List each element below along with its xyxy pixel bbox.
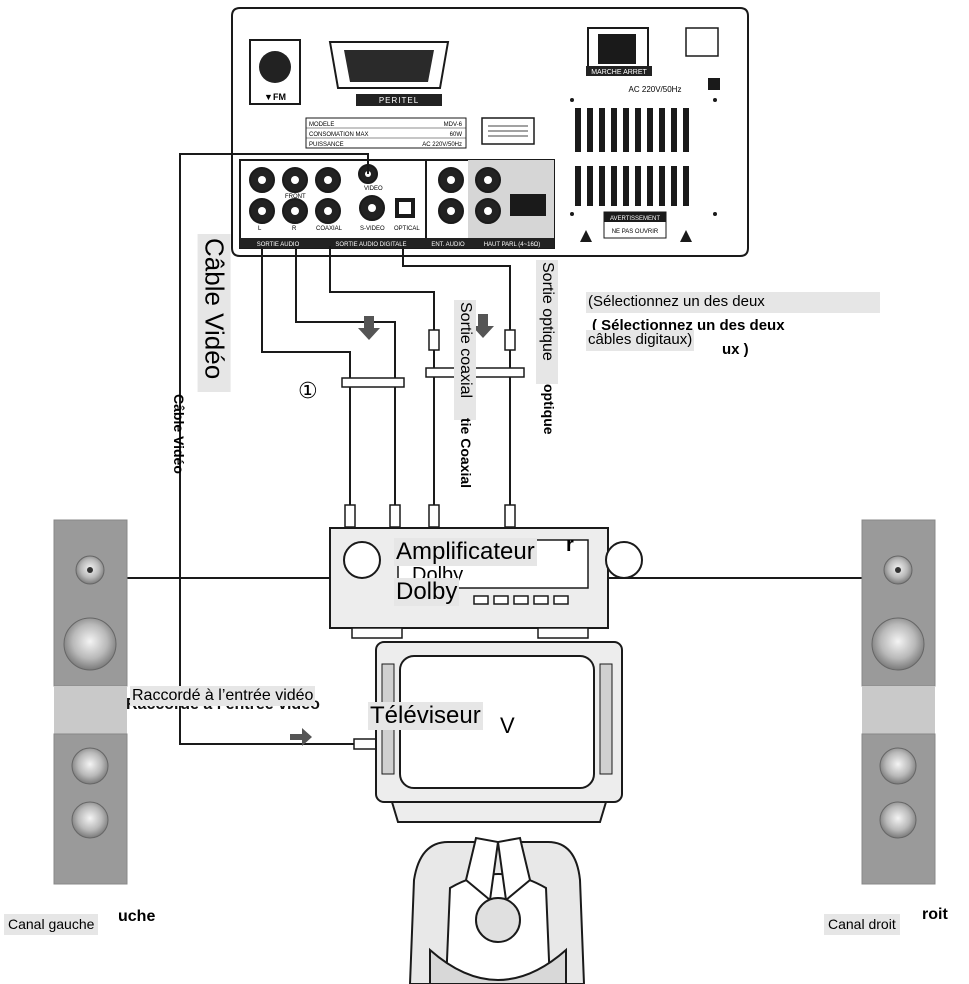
sortie-optique-label-bold: optique [541,384,557,435]
viewer-in-armchair [408,836,586,984]
spec-supply-val: AC 220V/50Hz [422,142,462,148]
canal-droit-label: Canal droit [824,914,900,936]
analog-cable-group-bar [341,377,405,388]
jack-label-optical: OPTICAL [394,226,420,232]
warning-title: AVERTISSEMENT [610,216,660,222]
ac-label: AC 220V/50Hz [629,85,682,94]
sortie-coaxial-label: Sortie coaxial [454,300,476,420]
spec-power-val: 60W [450,132,463,138]
down-arrow-icon-2 [472,314,494,338]
television [375,641,623,823]
cable-video-label: Câble Vidéo [198,234,231,392]
select-digital-line2: câbles digitaux) [586,330,695,351]
video-cable [179,153,369,745]
spec-model-key: MODELE [309,122,334,128]
canal-droit-label-bold: roit [922,906,948,923]
caution-triangle-icon [580,230,592,242]
jack-label-svideo: S-VIDEO [360,226,385,232]
jack-label-front: FRONT [285,194,306,200]
power-switch-label: MARCHE ARRET [591,69,647,76]
select-digital-line1: (Sélectionnez un des deux [586,292,880,313]
select-digital-bold-line2: ux ) [722,341,749,358]
amplifier-label-line1: Amplificateur [394,538,537,567]
canal-gauche-label: Canal gauche [4,914,99,936]
amplifier-label-bold-1: r [566,534,574,556]
warning-text: NE PAS OUVRIR [612,229,659,235]
analog-cable-marker: ① [298,379,318,404]
vent-slots [570,98,717,216]
spec-model-val: MDV-6 [444,122,463,128]
jack-label-l: L [258,226,262,232]
jack-label-video: VIDEO [364,186,383,192]
cables [127,153,862,745]
televiseur-label: Téléviseur [368,702,483,731]
raccorde-label: Raccordé à l’entrée vidéo [130,686,316,706]
amplifier-label-line2: Dolby [394,578,460,607]
device-back-panel: ▼FM PERITEL MARCHE ARRET AC 220V/50Hz MO… [231,7,749,257]
cable-video-label-bold: Câble Vidéo [171,394,187,474]
haut-parl-label: HAUT PARL (4~16Ω) [484,242,541,248]
ent-audio-label: ENT. AUDIO [431,242,465,248]
jack-label-coaxial: COAXIAL [316,226,343,232]
right-arrow-icon [290,728,312,746]
lightning-triangle-icon [680,230,692,242]
select-digital-bold-line1: ( Sélectionnez un des deux [592,317,785,334]
spec-supply-key: PUISSANCE [309,142,344,148]
spec-power-key: CONSOMATION MAX [309,132,369,138]
jack-label-r: R [292,226,297,232]
sortie-optique-label: Sortie optique [536,260,558,384]
arrow-icons [290,314,494,746]
sortie-coaxial-label-bold: tie Coaxial [458,418,474,489]
right-speaker [861,519,936,885]
televiseur-label-bold: V [500,713,515,738]
sortie-audio-label: SORTIE AUDIO [257,242,300,248]
down-arrow-icon [358,316,380,340]
canal-gauche-label-bold: uche [118,908,156,925]
fm-label: ▼FM [264,92,286,102]
sortie-audio-digitale-label: SORTIE AUDIO DIGITALE [335,242,406,248]
left-speaker [53,519,128,885]
peritel-label: PERITEL [379,96,419,105]
